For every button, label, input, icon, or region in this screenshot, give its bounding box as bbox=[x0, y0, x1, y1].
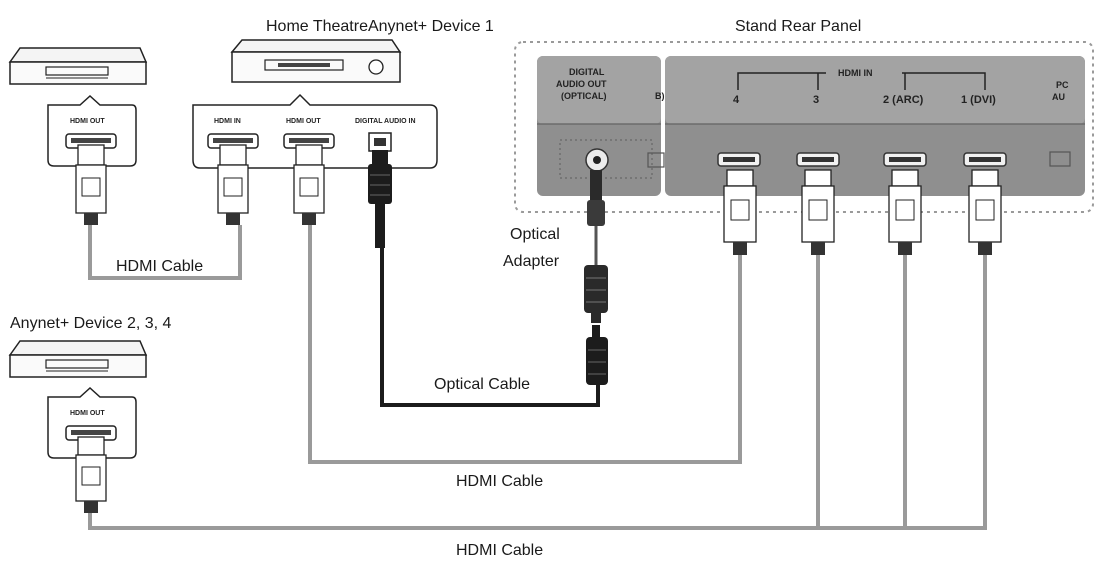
hdmi-cable-line-device1 bbox=[88, 225, 242, 280]
optical-adapter bbox=[584, 170, 608, 323]
hdmi-cable-label-1: HDMI Cable bbox=[116, 258, 203, 275]
device234-hdmi-plug bbox=[75, 436, 107, 513]
optical-cable-line bbox=[380, 245, 600, 407]
digital-out-text-3: (OPTICAL) bbox=[561, 91, 607, 101]
anynet-device-1 bbox=[8, 47, 148, 85]
optical-adapter-label-2: Adapter bbox=[503, 253, 560, 270]
digital-out-text-2: AUDIO OUT bbox=[556, 79, 607, 89]
stand-rear-panel-title: Stand Rear Panel bbox=[735, 18, 861, 35]
cut-label: B) bbox=[655, 91, 665, 101]
device1-port-label: HDMI OUT bbox=[70, 118, 105, 125]
anynet-device-234 bbox=[8, 340, 148, 378]
panel-plug-4 bbox=[723, 169, 757, 255]
ht-hdmi-out-label: HDMI OUT bbox=[286, 118, 321, 125]
port-3-label: 3 bbox=[813, 94, 819, 106]
digital-out-text-1: DIGITAL bbox=[569, 67, 605, 77]
port-2-label: 2 (ARC) bbox=[883, 94, 924, 106]
ht-hdmi-in-plug bbox=[217, 144, 249, 225]
ht-hdmi-out-plug bbox=[293, 144, 325, 225]
optical-adapter-label-1: Optical bbox=[510, 226, 560, 243]
device234-port-label: HDMI OUT bbox=[70, 410, 105, 417]
hdmi-cable-label-3: HDMI Cable bbox=[456, 542, 543, 559]
optical-cable-plug bbox=[586, 325, 608, 385]
ht-optical-plug bbox=[368, 150, 392, 248]
hdmi-in-header: HDMI IN bbox=[838, 68, 873, 78]
cut-port-left bbox=[647, 152, 665, 168]
device1-hdmi-plug bbox=[75, 144, 107, 225]
panel-plug-2 bbox=[888, 169, 922, 255]
optical-cable-label: Optical Cable bbox=[434, 376, 530, 393]
ht-digital-audio-in-label: DIGITAL AUDIO IN bbox=[355, 118, 416, 125]
hdmi-cable-line-device2 bbox=[88, 255, 987, 530]
hdmi-in-panel: HDMI IN 4 3 2 (ARC) 1 (DVI) PC AU bbox=[665, 56, 1085, 196]
stand-rear-panel-dotted-border bbox=[514, 41, 1094, 213]
ht-hdmi-in-label: HDMI IN bbox=[214, 118, 241, 125]
port-1-label: 1 (DVI) bbox=[961, 94, 996, 106]
home-theatre-title: Home TheatreAnynet+ Device 1 bbox=[266, 18, 494, 35]
port-4-label: 4 bbox=[733, 94, 740, 106]
hdmi-cable-label-2: HDMI Cable bbox=[456, 473, 543, 490]
device-234-title: Anynet+ Device 2, 3, 4 bbox=[10, 315, 172, 332]
pc-label-1: PC bbox=[1056, 80, 1069, 90]
pc-label-2: AU bbox=[1052, 92, 1065, 102]
hdmi-cable-line-ht bbox=[308, 225, 742, 464]
digital-audio-out-panel: DIGITAL AUDIO OUT (OPTICAL) B) bbox=[537, 56, 665, 196]
home-theatre-unit bbox=[230, 39, 402, 83]
panel-plug-3 bbox=[801, 169, 835, 255]
panel-plug-1 bbox=[968, 169, 1002, 255]
